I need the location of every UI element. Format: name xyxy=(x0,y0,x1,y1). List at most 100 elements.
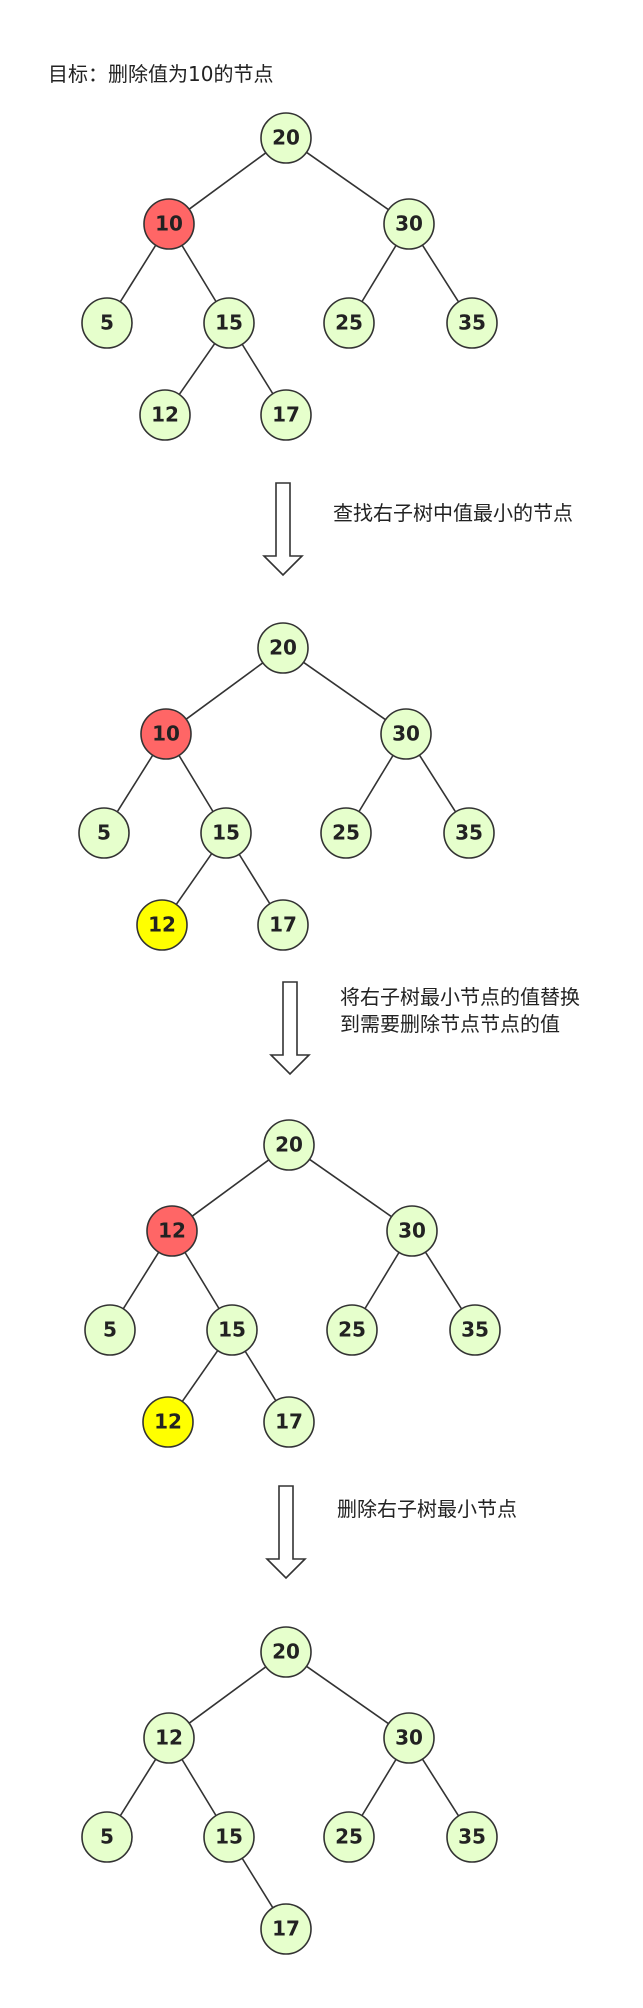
node-circle xyxy=(323,1811,375,1863)
tree-node: 12 xyxy=(143,1712,195,1764)
step-3-label: 删除右子树最小节点 xyxy=(337,1497,517,1521)
node-value: 15 xyxy=(215,1825,243,1849)
node-value: 12 xyxy=(155,1726,183,1750)
node-circle xyxy=(203,1811,255,1863)
node-circle xyxy=(380,708,432,760)
node-value: 30 xyxy=(395,1726,423,1750)
tree-edge xyxy=(191,1159,270,1217)
node-value: 25 xyxy=(335,1825,363,1849)
tree-node: 25 xyxy=(320,807,372,859)
tree-node: 15 xyxy=(203,297,255,349)
node-circle xyxy=(446,297,498,349)
node-circle xyxy=(146,1205,198,1257)
node-circle xyxy=(263,1396,315,1448)
diagram-title: 目标：删除值为10的节点 xyxy=(48,62,274,86)
tree-edge xyxy=(306,151,389,211)
tree-node: 17 xyxy=(257,899,309,951)
node-value: 12 xyxy=(148,913,176,937)
node-value: 17 xyxy=(272,1917,300,1941)
tree-edge xyxy=(181,244,217,303)
node-circle xyxy=(257,899,309,951)
tree-node: 35 xyxy=(443,807,495,859)
node-value: 10 xyxy=(152,722,180,746)
node-value: 17 xyxy=(269,913,297,937)
tree-edge xyxy=(421,244,460,303)
tree-edge xyxy=(421,1758,460,1817)
node-value: 17 xyxy=(272,403,300,427)
node-value: 5 xyxy=(100,311,114,335)
node-value: 12 xyxy=(154,1410,182,1434)
tree-edge xyxy=(424,1251,463,1310)
tree-node: 5 xyxy=(78,807,130,859)
tree-node: 25 xyxy=(323,1811,375,1863)
node-circle xyxy=(449,1304,501,1356)
tree-node: 12 xyxy=(146,1205,198,1257)
node-value: 5 xyxy=(100,1825,114,1849)
tree-node: 17 xyxy=(260,1903,312,1955)
node-circle xyxy=(142,1396,194,1448)
tree-edge xyxy=(175,853,213,905)
tree-edge xyxy=(238,853,271,905)
step-arrows xyxy=(262,482,311,1580)
node-value: 35 xyxy=(458,311,486,335)
node-value: 15 xyxy=(218,1318,246,1342)
tree-node: 15 xyxy=(203,1811,255,1863)
tree-node: 5 xyxy=(81,1811,133,1863)
node-value: 35 xyxy=(461,1318,489,1342)
tree-node: 35 xyxy=(449,1304,501,1356)
tree-edge xyxy=(241,1857,274,1909)
tree-node: 12 xyxy=(142,1396,194,1448)
node-circle xyxy=(320,807,372,859)
node-value: 35 xyxy=(455,821,483,845)
node-circle xyxy=(84,1304,136,1356)
node-value: 30 xyxy=(392,722,420,746)
node-value: 35 xyxy=(458,1825,486,1849)
tree-node: 30 xyxy=(383,198,435,250)
node-value: 25 xyxy=(338,1318,366,1342)
tree-node: 25 xyxy=(326,1304,378,1356)
tree-node: 17 xyxy=(260,389,312,441)
node-value: 20 xyxy=(272,126,300,150)
tree-node: 15 xyxy=(206,1304,258,1356)
node-value: 5 xyxy=(97,821,111,845)
node-circle xyxy=(81,297,133,349)
tree-edge xyxy=(358,754,394,813)
node-value: 15 xyxy=(212,821,240,845)
node-circle xyxy=(323,297,375,349)
node-value: 25 xyxy=(332,821,360,845)
node-circle xyxy=(139,389,191,441)
step-1-label: 查找右子树中值最小的节点 xyxy=(333,501,573,525)
tree-node: 30 xyxy=(383,1712,435,1764)
tree-node: 17 xyxy=(263,1396,315,1448)
tree-edge xyxy=(361,1758,397,1817)
tree-node: 12 xyxy=(139,389,191,441)
node-circle xyxy=(143,1712,195,1764)
tree-edge xyxy=(306,1665,389,1725)
tree-edge xyxy=(361,244,397,303)
tree-edge xyxy=(188,1666,267,1724)
node-circle xyxy=(326,1304,378,1356)
tree-edge xyxy=(122,1251,160,1310)
tree-edge xyxy=(303,661,386,721)
node-circle xyxy=(81,1811,133,1863)
tree-edge xyxy=(119,1758,157,1817)
tree-3: 20 12 30 5 15 25 35 12 17 xyxy=(84,1119,501,1448)
tree-node: 5 xyxy=(81,297,133,349)
node-circle xyxy=(446,1811,498,1863)
tree-node: 12 xyxy=(136,899,188,951)
node-circle xyxy=(78,807,130,859)
node-value: 30 xyxy=(398,1219,426,1243)
node-circle xyxy=(140,708,192,760)
tree-node: 10 xyxy=(140,708,192,760)
node-circle xyxy=(136,899,188,951)
down-arrow-icon xyxy=(265,1485,307,1580)
tree-node: 35 xyxy=(446,297,498,349)
tree-node: 5 xyxy=(84,1304,136,1356)
tree-node: 20 xyxy=(263,1119,315,1171)
node-circle xyxy=(383,1712,435,1764)
node-value: 20 xyxy=(269,636,297,660)
node-circle xyxy=(260,112,312,164)
node-circle xyxy=(260,1903,312,1955)
